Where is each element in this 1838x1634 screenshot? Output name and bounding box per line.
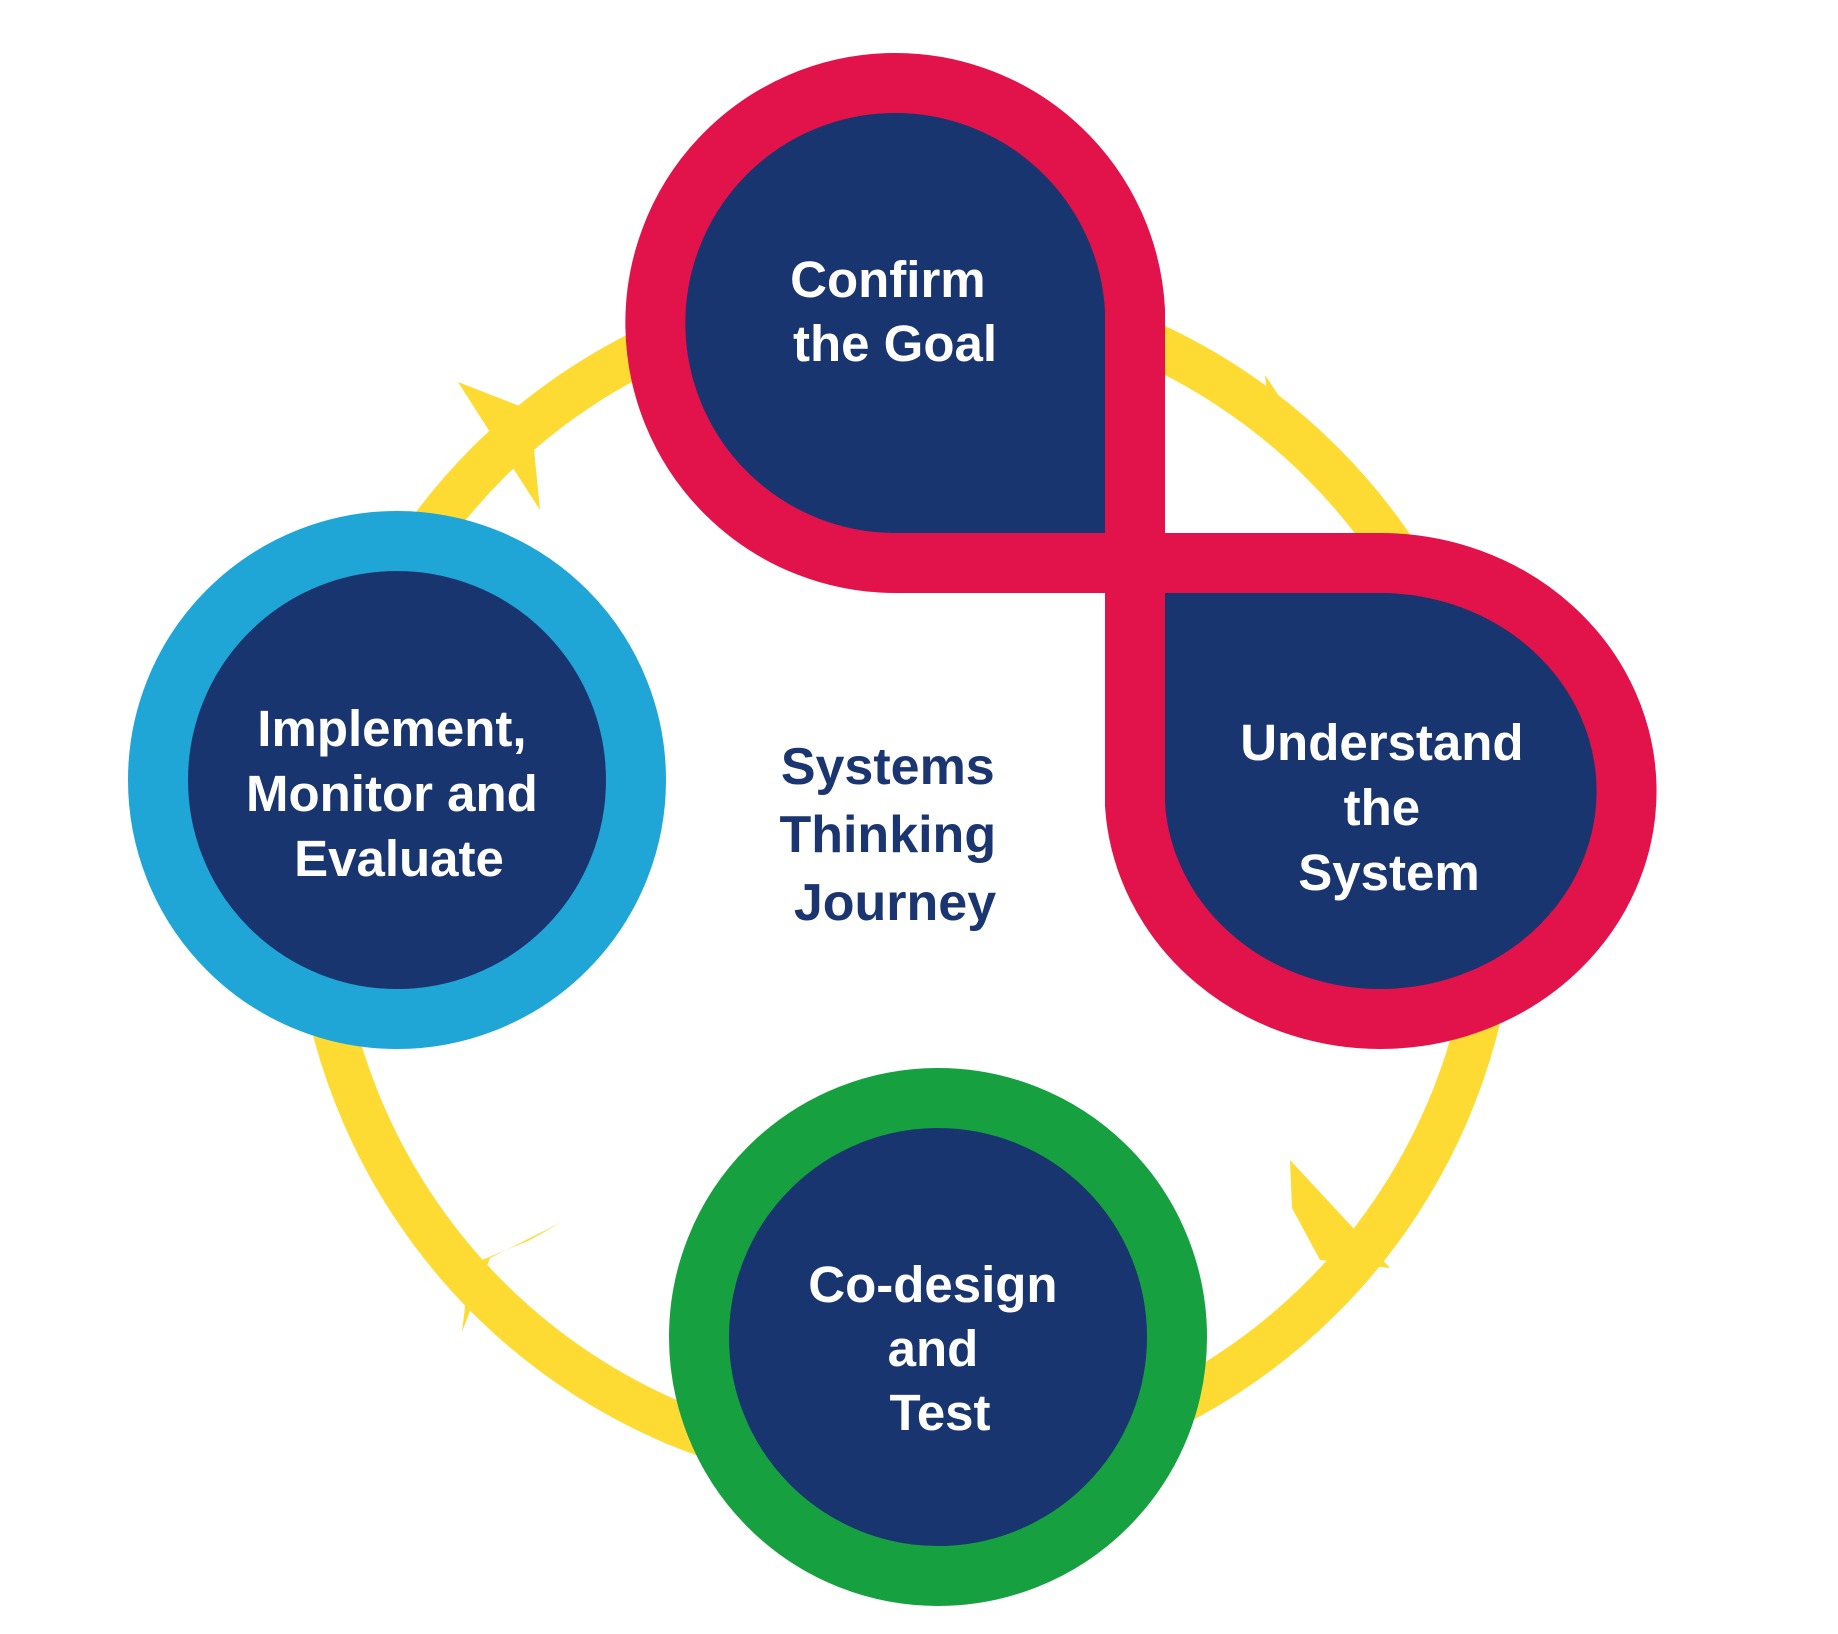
implement-label-line: Implement,	[257, 700, 526, 757]
center-title-line: Journey	[794, 874, 996, 932]
implement-label: Implement, Monitor and Evaluate	[246, 700, 552, 887]
cycle-arrows	[458, 375, 1390, 1332]
implement-node-circle	[128, 511, 666, 1049]
center-title-line: Thinking	[779, 806, 996, 864]
goal-system-loop	[625, 53, 1657, 1049]
co-design-node-circle	[669, 1068, 1207, 1606]
arrow-icon-upper-right	[1265, 375, 1342, 478]
implement-node	[128, 511, 666, 1049]
arrow-icon-upper-left	[458, 382, 540, 510]
center-title: Systems Thinking Journey	[779, 738, 1010, 932]
confirm-goal-label-line: Confirm	[790, 251, 985, 308]
center-title-line: Systems	[781, 738, 995, 796]
understand-system-drop	[1105, 533, 1657, 1049]
co-design-label: Co-design and Test	[808, 1256, 1072, 1441]
confirm-goal-label: Confirm the Goal	[790, 251, 1000, 372]
implement-label-line: Monitor and	[246, 765, 538, 822]
understand-system-label-line: System	[1298, 844, 1479, 901]
co-design-node	[669, 1068, 1207, 1606]
arrow-icon-lower-left	[462, 1222, 562, 1332]
co-design-label-line: and	[888, 1320, 979, 1377]
implement-label-line: Evaluate	[294, 830, 504, 887]
understand-system-label-line: the	[1344, 779, 1421, 836]
co-design-label-line: Test	[889, 1384, 990, 1441]
co-design-label-line: Co-design	[808, 1256, 1057, 1313]
understand-system-label: Understand the System	[1240, 714, 1538, 901]
confirm-goal-label-line: the Goal	[793, 315, 997, 372]
confirm-goal-drop	[625, 53, 1165, 593]
understand-system-label-line: Understand	[1240, 714, 1523, 771]
arrow-icon-lower-right	[1290, 1160, 1390, 1268]
